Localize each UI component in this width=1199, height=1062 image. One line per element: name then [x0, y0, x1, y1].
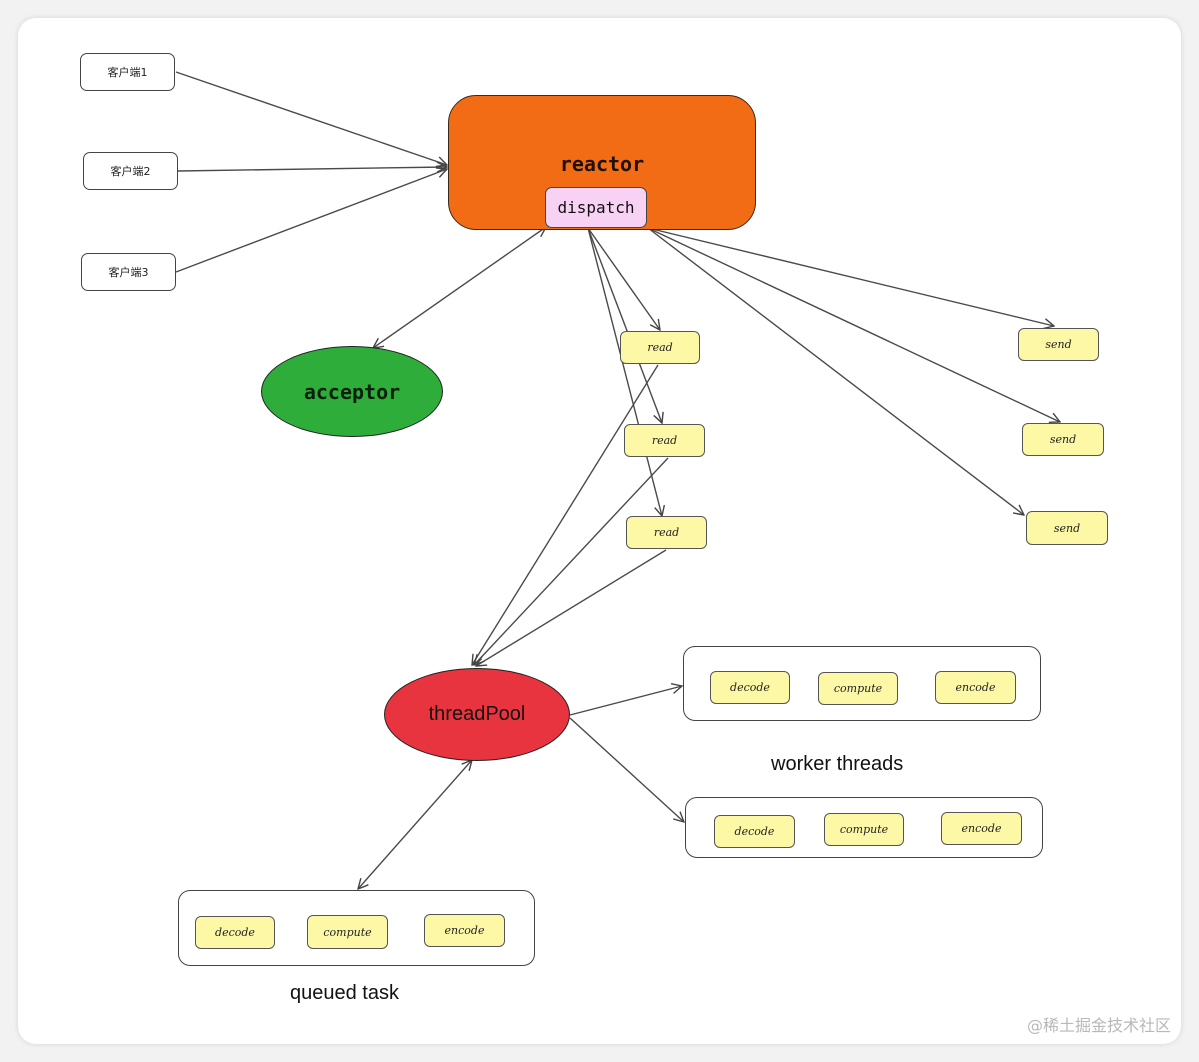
threadpool-label: threadPool: [428, 703, 526, 725]
client-1-label: 客户端1: [107, 66, 148, 79]
worker-1-encode: encode: [935, 671, 1016, 704]
task-label: encode: [955, 681, 996, 694]
read-label: read: [647, 341, 673, 354]
edge-dispatch-send2: [647, 227, 1060, 422]
task-label: decode: [734, 825, 775, 838]
task-label: decode: [730, 681, 770, 694]
watermark: @稀土掘金技术社区: [1026, 1016, 1171, 1035]
read-label: read: [653, 526, 680, 539]
acceptor-ellipse: acceptor: [261, 346, 443, 437]
send-note-2: send: [1022, 423, 1104, 456]
edge-dispatch-read3: [587, 227, 662, 516]
acceptor-label: acceptor: [303, 379, 401, 404]
task-label: compute: [839, 823, 889, 836]
edge-dispatch-send3: [647, 227, 1024, 515]
read-note-2: read: [624, 424, 705, 457]
dispatch-box: dispatch: [545, 187, 647, 228]
task-label: compute: [833, 682, 883, 695]
read-note-1: read: [620, 331, 700, 364]
task-label: compute: [323, 925, 372, 939]
reactor-label: reactor: [559, 152, 645, 176]
client-1-box: 客户端1: [80, 53, 175, 91]
client-2-label: 客户端2: [110, 165, 151, 178]
edge-read1-threadpool: [472, 364, 659, 665]
edge-dispatch-read2: [587, 227, 662, 423]
worker-1-compute: compute: [818, 672, 898, 705]
edge-read3-threadpool: [476, 549, 667, 666]
edge-client1-reactor: [175, 71, 447, 165]
worker-threads-caption: worker threads: [771, 753, 904, 775]
worker-2-decode: decode: [714, 815, 795, 848]
queued-compute: compute: [307, 915, 388, 949]
edge-threadpool-queue: [358, 760, 472, 889]
client-3-box: 客户端3: [81, 253, 176, 291]
send-label: send: [1045, 338, 1072, 351]
task-label: decode: [215, 926, 255, 939]
send-note-3: send: [1026, 511, 1108, 545]
client-3-label: 客户端3: [108, 266, 149, 279]
worker-2-encode: encode: [941, 812, 1022, 845]
edge-threadpool-workers2: [569, 717, 684, 822]
queued-encode: encode: [424, 914, 505, 947]
edge-client3-reactor: [175, 169, 447, 273]
queued-decode: decode: [195, 916, 275, 949]
edge-dispatch-send1: [647, 227, 1054, 326]
edge-read2-threadpool: [474, 457, 669, 665]
dispatch-label: dispatch: [557, 198, 635, 217]
threadpool-ellipse: threadPool: [384, 668, 570, 761]
queued-task-caption: queued task: [290, 982, 399, 1004]
worker-2-compute: compute: [824, 813, 904, 846]
client-2-box: 客户端2: [83, 152, 178, 190]
task-label: encode: [444, 924, 485, 937]
task-label: encode: [961, 822, 1002, 835]
edge-threadpool-workers1: [569, 686, 682, 716]
send-note-1: send: [1018, 328, 1099, 361]
edge-dispatch-acceptor: [373, 227, 546, 348]
send-label: send: [1049, 433, 1077, 446]
edge-dispatch-read1: [587, 227, 660, 330]
worker-1-decode: decode: [710, 671, 790, 704]
read-note-3: read: [626, 516, 707, 549]
edge-client2-reactor: [177, 167, 447, 171]
read-label: read: [651, 434, 678, 447]
send-label: send: [1053, 521, 1081, 535]
